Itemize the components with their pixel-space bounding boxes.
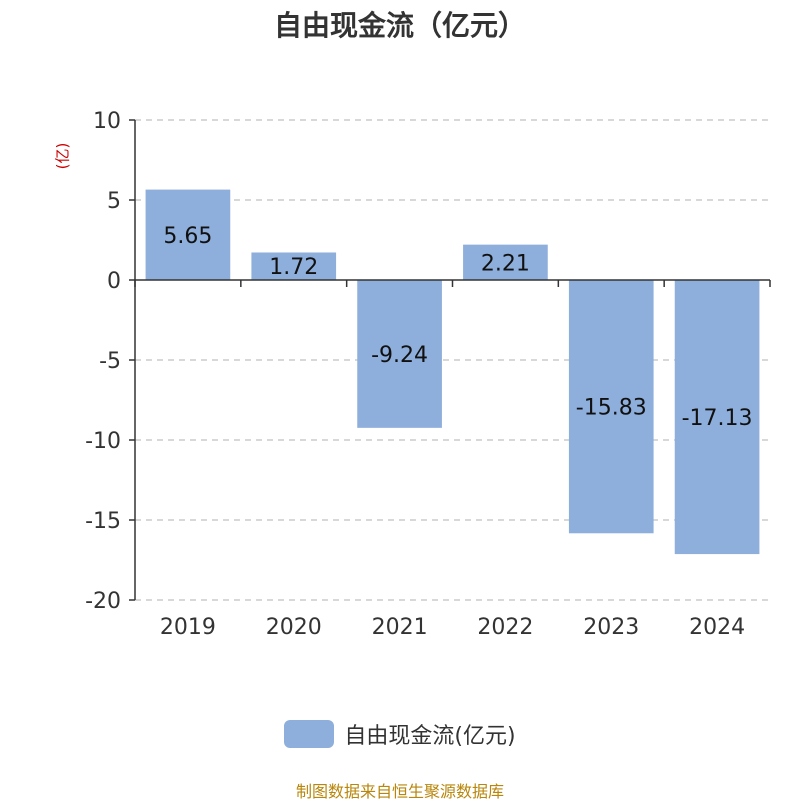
data-label: 5.65 (163, 224, 212, 249)
legend-label: 自由现金流(亿元) (344, 724, 516, 749)
legend: 自由现金流(亿元) (0, 718, 800, 750)
bar-2020 (251, 252, 337, 280)
y-tick-label: 0 (107, 269, 121, 294)
data-label: -15.83 (576, 396, 647, 421)
legend-swatch (284, 720, 335, 748)
bar-2024 (674, 280, 760, 555)
y-tick-label: -10 (85, 429, 121, 454)
data-label: 1.72 (269, 255, 318, 280)
x-tick-label: 2022 (477, 615, 533, 640)
x-tick-label: 2024 (689, 615, 745, 640)
y-tick-label: -20 (85, 589, 121, 614)
chart-title: 自由现金流（亿元） (273, 9, 526, 42)
y-tick-label: -15 (85, 509, 121, 534)
data-label: -17.13 (682, 406, 753, 431)
y-tick-label: 5 (107, 189, 121, 214)
source-footer: 制图数据来自恒生聚源数据库 (295, 782, 504, 801)
x-tick-label: 2023 (583, 615, 639, 640)
bar-2019 (145, 189, 231, 280)
y-tick-label: -5 (99, 349, 121, 374)
bar-2022 (463, 244, 548, 280)
x-tick-label: 2021 (372, 615, 428, 640)
data-label: 2.21 (481, 251, 530, 276)
data-label: -9.24 (371, 343, 428, 368)
x-tick-label: 2019 (160, 615, 216, 640)
bar-2021 (357, 280, 442, 428)
y-tick-label: 10 (93, 109, 121, 134)
bar-2023 (568, 280, 654, 534)
x-tick-label: 2020 (266, 615, 322, 640)
